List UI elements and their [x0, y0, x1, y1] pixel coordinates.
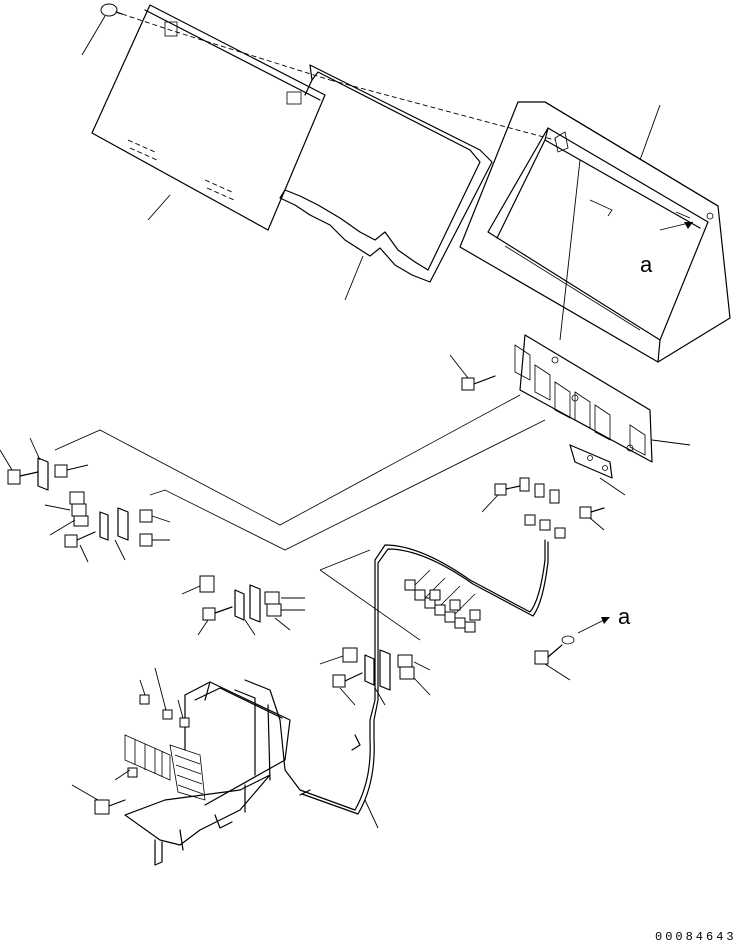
- leader-fuse-1: [139, 679, 146, 696]
- leader-screw: [81, 15, 106, 56]
- leader-left-bolt-1: [0, 449, 13, 471]
- leader-left-relay-1: [66, 464, 89, 471]
- leader-right-bracket-4: [374, 687, 386, 706]
- cover-slot-left: [127, 139, 158, 161]
- cover-screw: [100, 3, 123, 17]
- left-bracket-group-2: [64, 491, 153, 548]
- housing-dashed-line: [329, 79, 556, 141]
- leader-right-bolt-4: [339, 687, 356, 706]
- box-housing: [459, 101, 731, 363]
- middle-bracket-group-3: [199, 575, 282, 623]
- plate-bolt: [461, 375, 496, 391]
- box-inner-tab-2: [675, 211, 691, 219]
- leader-mid-bracket-3: [244, 619, 256, 636]
- leader-left-bracket-2: [114, 539, 126, 561]
- leader-left-bolt-2: [79, 544, 89, 563]
- mid-relays: [519, 477, 566, 539]
- mid-bolt-right: [579, 506, 605, 519]
- leader-left-bracket-1: [29, 437, 41, 461]
- fuse-box-bolt: [94, 799, 126, 815]
- leader-harness: [364, 799, 379, 829]
- harness-bolt: [534, 635, 575, 665]
- leader-fuse-2: [154, 667, 167, 711]
- leader-small-bracket: [599, 477, 626, 496]
- wiring-harness: [244, 539, 549, 815]
- box-bracket: [554, 131, 569, 153]
- ref-label-a-top: a: [640, 252, 653, 277]
- leader-mid-relay-3a: [181, 585, 201, 595]
- arrow-head-a-top: [684, 222, 693, 229]
- arrow-head-a-bottom: [601, 617, 610, 624]
- leader-harness-bolt: [544, 663, 571, 681]
- leader-housing-2: [559, 159, 581, 341]
- leader-fuse-box-bolt: [71, 784, 99, 801]
- leader-mid-bolt-right: [589, 517, 605, 531]
- cover-slot-right: [204, 179, 235, 201]
- leader-mid-bolt-3: [197, 619, 209, 636]
- gasket-seal: [279, 64, 493, 283]
- mid-bolt-left: [494, 483, 521, 496]
- leader-mid-bolt-left: [481, 494, 499, 513]
- leader-right-relay-4b: [413, 661, 431, 671]
- leader-gasket: [344, 255, 364, 301]
- left-bracket-group-1: [7, 457, 68, 491]
- screw-dashed-line: [121, 13, 331, 81]
- leader-fuse-4: [114, 769, 131, 781]
- cover-panel: [91, 4, 326, 231]
- drawing-number: 00084643: [655, 930, 733, 943]
- leader-housing: [639, 104, 661, 161]
- routing-outline: [54, 394, 546, 641]
- right-bracket-group-4: [332, 647, 415, 691]
- cover-clip-right: [286, 91, 302, 105]
- leader-cover: [147, 194, 171, 221]
- leader-right-relay-4c: [413, 677, 431, 696]
- leader-left-relay-2a: [44, 504, 71, 511]
- box-inner-tab: [589, 199, 613, 217]
- leader-left-relay-2b: [49, 519, 76, 536]
- leader-plate-bolt: [449, 354, 469, 379]
- leader-fuse-3: [177, 699, 184, 719]
- leader-right-relay-4a: [319, 655, 344, 665]
- leader-left-relay-2d: [151, 515, 171, 523]
- relay-mounting-plate: [514, 334, 653, 463]
- ref-label-a-bottom: a: [618, 604, 631, 629]
- fuse-box-assembly: [124, 681, 291, 866]
- leader-mid-relay-3d: [274, 617, 291, 631]
- small-bracket: [569, 444, 613, 479]
- leader-plate: [651, 439, 691, 446]
- cover-clip-top: [164, 21, 178, 37]
